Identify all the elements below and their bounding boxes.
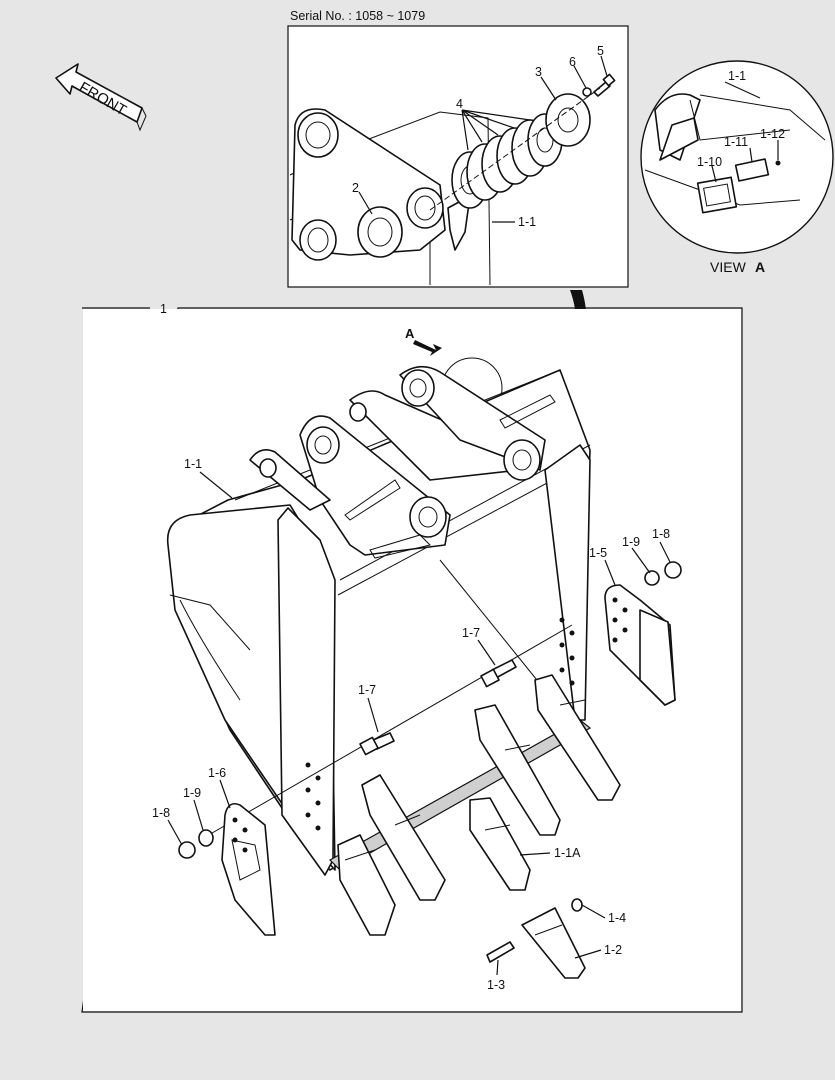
side-cutter-1-5	[604, 584, 676, 706]
main-box-label: 1	[160, 302, 167, 316]
view-a-detail: 1-1 1-10 1-11 1-12 VIEW A	[640, 60, 834, 275]
callout-1-9-right: 1-9	[622, 535, 640, 549]
callout-1-1A: 1-1A	[554, 846, 581, 860]
callout-1-8-left: 1-8	[152, 806, 170, 820]
callout-1-8-right: 1-8	[652, 527, 670, 541]
callout-1-6: 1-6	[208, 766, 226, 780]
callout-1-10: 1-10	[697, 155, 722, 169]
view-marker-label: A	[405, 326, 415, 341]
bucket-teeth	[337, 674, 621, 936]
front-arrow-icon: FRONT	[55, 63, 147, 132]
front-label: FRONT	[76, 79, 129, 120]
callout-1-1-main: 1-1	[184, 457, 202, 471]
side-cutter-1-6	[221, 802, 276, 936]
callout-1-4: 1-4	[608, 911, 626, 925]
callout-5: 5	[597, 44, 604, 58]
nut-1-8-right	[664, 561, 682, 579]
callout-1-1-detail: 1-1	[518, 215, 536, 229]
bolt-1-7-upper	[480, 659, 517, 688]
callout-1-12: 1-12	[760, 127, 785, 141]
callout-4: 4	[456, 97, 463, 111]
callout-1-3: 1-3	[487, 978, 505, 992]
callout-1-5: 1-5	[589, 546, 607, 560]
tooth-1-2-assembly	[486, 898, 586, 979]
washer-1-9-right	[644, 570, 660, 586]
callout-6: 6	[569, 55, 576, 69]
callout-1-9-left: 1-9	[183, 786, 201, 800]
callout-1-2: 1-2	[604, 943, 622, 957]
pin-assembly-detail: 2 3 4 5 6 1-1	[287, 25, 629, 288]
view-marker-arrow-icon	[413, 340, 442, 356]
callout-1-7-lower: 1-7	[358, 683, 376, 697]
bolt-1-7-lower	[359, 732, 395, 756]
callout-1-1-view: 1-1	[728, 69, 746, 83]
nut-1-8-left	[178, 841, 196, 859]
callout-3: 3	[535, 65, 542, 79]
washer-1-9-left	[198, 829, 214, 847]
serial-number-label: Serial No. : 1058 ~ 1079	[290, 9, 425, 23]
view-label: VIEW	[710, 259, 747, 275]
callout-1-7-upper: 1-7	[462, 626, 480, 640]
callout-2: 2	[352, 181, 359, 195]
callout-1-11: 1-11	[724, 135, 748, 149]
bucket-assembly-main: 1 A	[81, 302, 743, 1013]
view-letter: A	[755, 259, 765, 275]
